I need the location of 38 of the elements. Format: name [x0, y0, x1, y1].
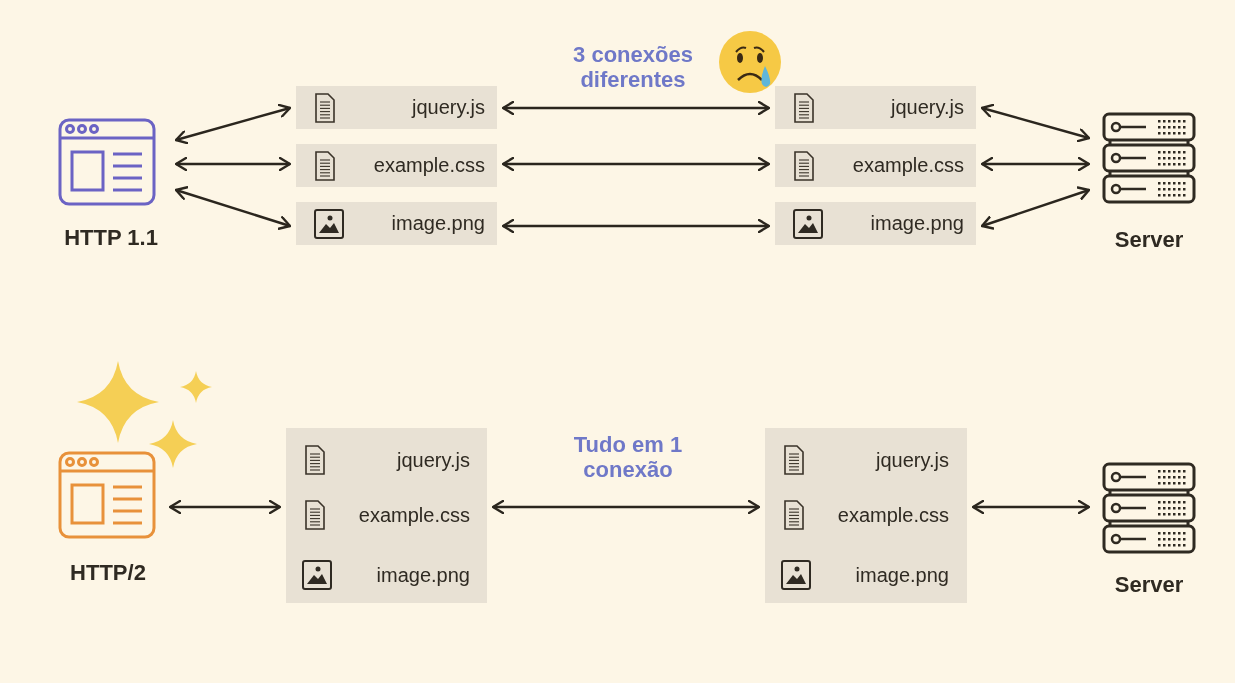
file-name: jquery.js: [397, 448, 470, 472]
node-label: HTTP/2: [69, 560, 147, 586]
double-arrow: [168, 499, 282, 515]
file-name: image.png: [855, 563, 949, 587]
annotation-text: Tudo em 1 conexão: [572, 432, 684, 482]
double-arrow: [501, 156, 771, 172]
node-label: Server: [1113, 227, 1185, 253]
file-box: [296, 202, 497, 245]
double-arrow: [971, 499, 1091, 515]
file-name: image.png: [391, 212, 485, 235]
file-name: jquery.js: [876, 448, 949, 472]
node-label: HTTP 1.1: [63, 225, 159, 251]
node-label: Server: [1113, 572, 1185, 598]
file-name: image.png: [376, 563, 470, 587]
file-name: example.css: [358, 503, 470, 527]
double-arrow: [501, 218, 771, 234]
double-arrow: [980, 156, 1091, 172]
double-arrow: [174, 156, 292, 172]
annotation-text: 3 conexões diferentes: [572, 42, 694, 92]
file-box: [775, 86, 976, 129]
double-arrow: [174, 186, 292, 230]
file-name: example.css: [373, 154, 485, 177]
file-name: example.css: [837, 503, 949, 527]
file-name: image.png: [870, 212, 964, 235]
file-box: [775, 144, 976, 187]
file-name: example.css: [852, 154, 964, 177]
double-arrow: [174, 103, 292, 145]
file-group-box: [286, 428, 487, 603]
double-arrow: [491, 499, 761, 515]
file-box: [775, 202, 976, 245]
double-arrow: [501, 100, 771, 116]
file-box: [296, 144, 497, 187]
double-arrow: [980, 186, 1091, 230]
file-name: jquery.js: [412, 96, 485, 119]
double-arrow: [980, 103, 1091, 143]
file-name: jquery.js: [891, 96, 964, 119]
file-box: [296, 86, 497, 129]
file-group-box: [765, 428, 967, 603]
